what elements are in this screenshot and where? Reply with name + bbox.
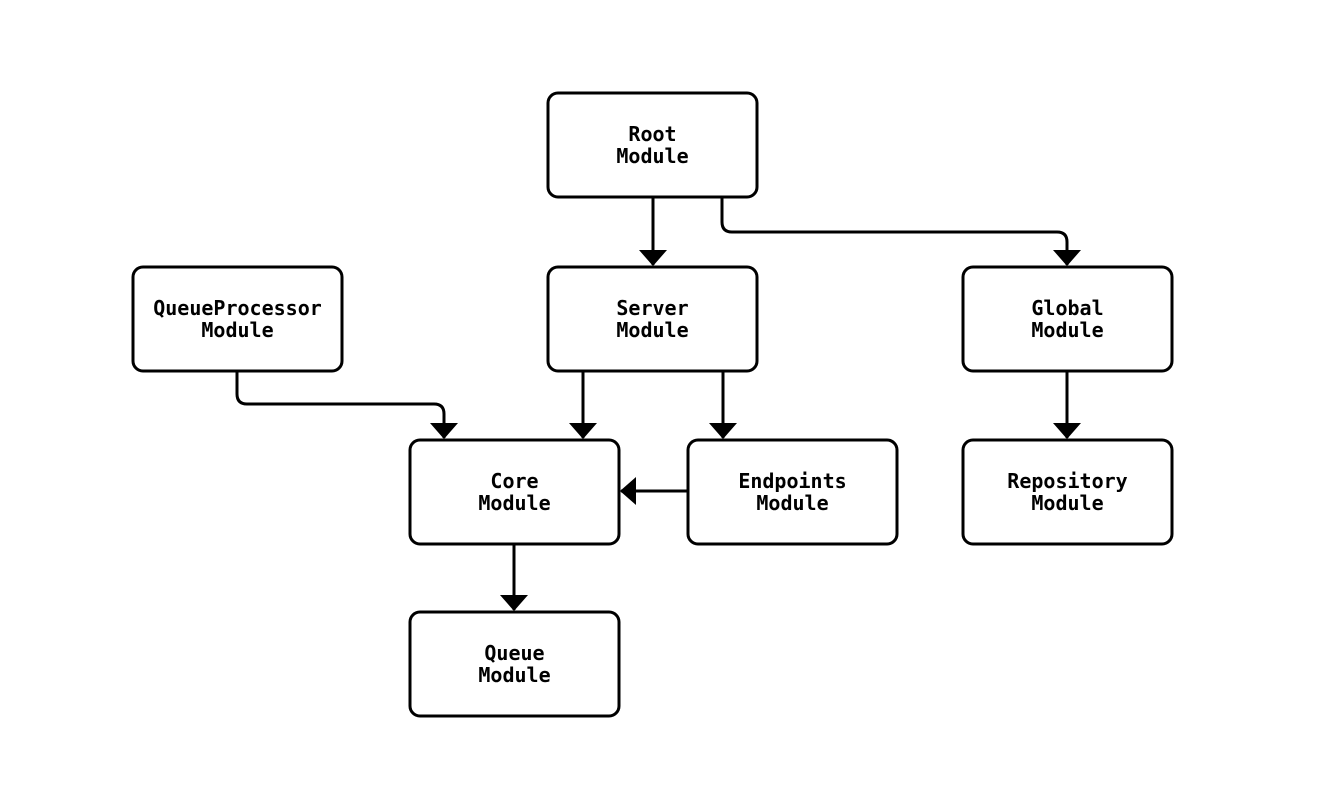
edges-layer xyxy=(235,197,1081,611)
node-server-box xyxy=(546,265,759,373)
edge-queueprocessor-to-core xyxy=(235,371,458,439)
node-core-box xyxy=(408,438,621,546)
node-queue-box xyxy=(408,610,621,718)
node-queueprocessor-box xyxy=(131,265,344,373)
node-repository-box xyxy=(961,438,1174,546)
edge-root-to-global xyxy=(720,197,1081,266)
node-root-box xyxy=(546,91,759,199)
node-global-box xyxy=(961,265,1174,373)
node-endpoints-box xyxy=(686,438,899,546)
